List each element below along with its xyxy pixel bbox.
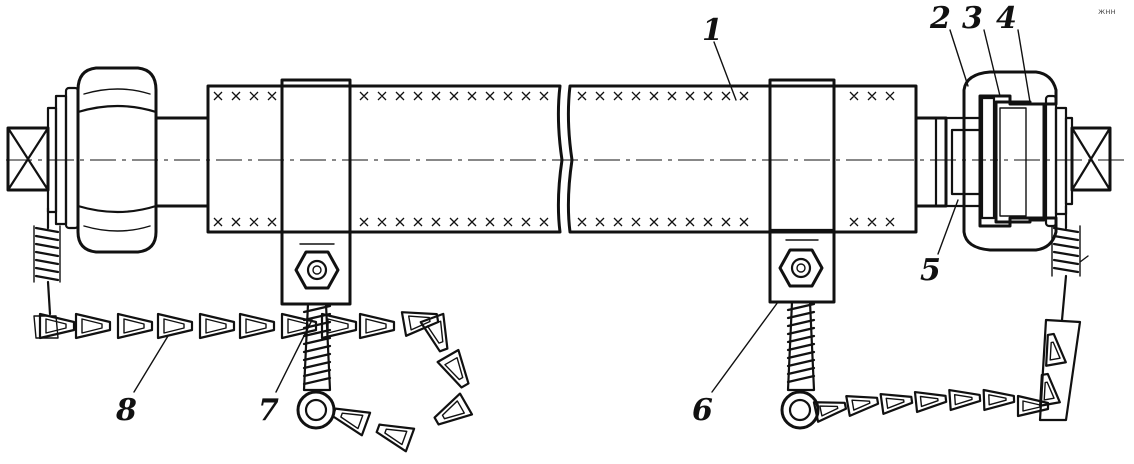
callout-part-7: 7 — [258, 393, 279, 428]
right-fitting-sleeve-5 — [934, 116, 982, 208]
callout-part-1: 1 — [702, 13, 723, 48]
right-union-nut-2 — [962, 70, 1058, 252]
corner-stamp: жнн — [1098, 7, 1116, 16]
right-clamp-bolt — [780, 300, 820, 430]
left-clamp — [280, 78, 352, 306]
right-nipple — [914, 116, 948, 208]
callout-part-2: 2 — [929, 1, 951, 36]
right-clamp — [768, 78, 836, 304]
right-washers — [1044, 94, 1074, 228]
right-cap-4 — [994, 100, 1046, 224]
hose-braid-top — [213, 91, 895, 101]
callout-part-4: 4 — [996, 1, 1017, 36]
right-gasket-3 — [980, 96, 996, 220]
left-nipple — [154, 116, 210, 208]
callout-part-8: 8 — [115, 393, 137, 428]
right-cap-plug — [1070, 126, 1112, 192]
right-chain — [812, 318, 1082, 423]
callout-part-6: 6 — [692, 393, 713, 428]
left-cap-plug — [6, 126, 50, 192]
leader-lines — [133, 29, 1031, 393]
hose-body — [206, 84, 918, 234]
right-spring — [1051, 204, 1089, 322]
callout-part-5: 5 — [920, 253, 941, 288]
left-washers — [46, 86, 80, 230]
left-hex-nut — [76, 66, 158, 254]
hose-braid-bottom — [213, 217, 895, 227]
callout-part-3: 3 — [962, 1, 983, 36]
left-chain — [33, 305, 477, 453]
left-spring — [33, 206, 61, 316]
